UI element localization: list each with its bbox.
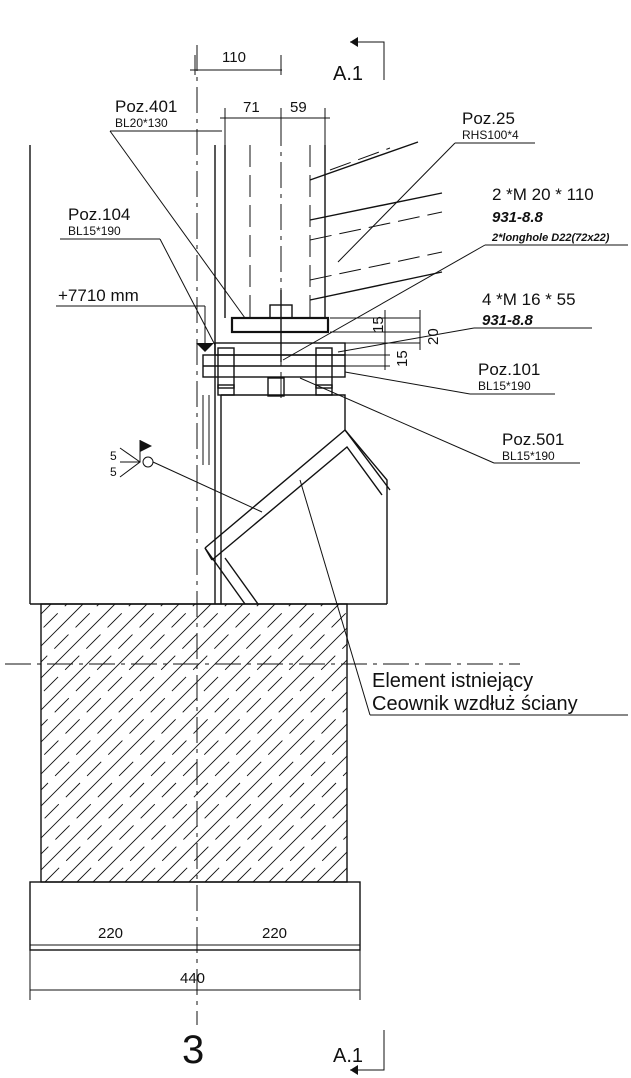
hatch-line-dashed [0, 604, 35, 882]
hatch-line-dashed [41, 604, 228, 791]
svg-text:BL15*190: BL15*190 [478, 379, 531, 393]
svg-text:931-8.8: 931-8.8 [492, 209, 544, 226]
weld-symbol: 5 5 [110, 440, 263, 513]
svg-text:RHS100*4: RHS100*4 [462, 128, 519, 142]
hatch-line-dashed [41, 604, 164, 727]
dim-220-left: 220 [98, 925, 123, 942]
hatch-line [60, 604, 340, 882]
hatch-line [41, 604, 308, 871]
elevation-marker: +7710 mm [56, 286, 214, 352]
section-marker-bottom: A.1 [333, 1030, 385, 1075]
hatch-line [381, 604, 631, 882]
dim-110: 110 [222, 49, 246, 66]
hatch-line-dashed [76, 611, 347, 882]
dim-15a: 15 [370, 316, 387, 333]
label-poz401: Poz.401 BL20*130 [109, 97, 246, 319]
hatch-line-dashed [41, 604, 100, 663]
svg-text:Poz.25: Poz.25 [462, 109, 515, 128]
hatch-line [41, 604, 116, 679]
hatch-line-dashed [204, 739, 347, 882]
hatch-line [41, 604, 244, 807]
hatch-line-dashed [268, 803, 347, 882]
hatch-line-dashed [44, 604, 324, 882]
bracket-block [221, 394, 388, 604]
svg-text:A.1: A.1 [333, 1045, 363, 1067]
svg-text:+7710 mm: +7710 mm [58, 286, 139, 305]
bolt-group [217, 290, 333, 397]
label-existing: Element istniejący Ceownik wzdłuż ściany [299, 479, 628, 716]
svg-text:BL15*190: BL15*190 [502, 449, 555, 463]
hatch-line [41, 604, 148, 711]
svg-text:Ceownik wzdłuż ściany: Ceownik wzdłuż ściany [372, 693, 578, 715]
inclined-rhs-beam [309, 141, 443, 301]
dim-20: 20 [425, 328, 442, 345]
label-poz101: Poz.101 BL15*190 [344, 360, 555, 395]
dim-plates: 15 20 15 [330, 310, 442, 370]
svg-text:BL15*190: BL15*190 [68, 224, 121, 238]
hatch-line-dashed [41, 604, 292, 855]
hatch-line-dashed [397, 604, 631, 882]
svg-text:Poz.501: Poz.501 [502, 430, 564, 449]
svg-text:Poz.401: Poz.401 [115, 97, 177, 116]
label-bolts-m16: 4 *M 16 * 55 931-8.8 [337, 290, 592, 353]
hatch-line [316, 851, 347, 882]
svg-text:Poz.101: Poz.101 [478, 360, 540, 379]
hatch-line [41, 604, 276, 839]
dim-bottom: 220 220 440 [29, 925, 361, 1000]
hatch-line-dashed [300, 835, 347, 882]
hatch-line [41, 604, 52, 615]
section-marker-top: A.1 [333, 37, 385, 85]
dim-59: 59 [290, 99, 307, 116]
hatch-line-dashed [41, 604, 260, 823]
dim-440: 440 [180, 970, 205, 987]
hatch-line-dashed [332, 867, 347, 882]
concrete-wall [0, 603, 631, 883]
label-poz25: Poz.25 RHS100*4 [337, 109, 535, 263]
svg-text:4 *M 16 * 55: 4 *M 16 * 55 [482, 290, 576, 309]
channel-section [204, 428, 391, 605]
hatch-line [349, 604, 627, 882]
hatch-line-dashed [41, 604, 132, 695]
dim-top: 110 71 59 [190, 49, 330, 145]
hatch-line-dashed [365, 604, 631, 882]
hatch-line [252, 787, 347, 882]
svg-text:5: 5 [110, 449, 117, 463]
hatch-line [124, 659, 347, 882]
hatch-line [220, 755, 347, 882]
hatch-line-dashed [41, 604, 196, 759]
hatch-line [156, 691, 347, 882]
dim-71: 71 [243, 99, 260, 116]
hatch-line-dashed [236, 771, 347, 882]
foundation-block [29, 881, 361, 951]
svg-text:5: 5 [110, 465, 117, 479]
hatch-line-dashed [140, 675, 347, 882]
label-poz104: Poz.104 BL15*190 [60, 205, 216, 346]
left-panel [29, 145, 387, 605]
hatch-line-dashed [172, 707, 347, 882]
svg-text:931-8.8: 931-8.8 [482, 312, 534, 329]
rhs-post [224, 120, 326, 400]
svg-text:A.1: A.1 [333, 63, 363, 85]
label-poz501: Poz.501 BL15*190 [299, 377, 580, 464]
label-bolts-m20: 2 *M 20 * 110 931-8.8 2*longhole D22(72x… [282, 185, 628, 361]
svg-text:2*longhole D22(72x22): 2*longhole D22(72x22) [491, 232, 610, 244]
svg-text:Poz.104: Poz.104 [68, 205, 130, 224]
hatch-line [41, 604, 212, 775]
hatch-line [0, 604, 19, 882]
axis-label: 3 [182, 1028, 204, 1072]
dim-15b: 15 [394, 350, 411, 367]
hatch-line [41, 604, 180, 743]
dim-220-right: 220 [262, 925, 287, 942]
hatch-line [188, 723, 347, 882]
svg-text:2 *M 20 * 110: 2 *M 20 * 110 [492, 185, 594, 204]
svg-text:BL20*130: BL20*130 [115, 116, 168, 130]
hatch-line [92, 627, 347, 882]
svg-text:Element istniejący: Element istniejący [372, 670, 533, 692]
hatch-line-dashed [108, 643, 347, 882]
hatch-line [284, 819, 347, 882]
